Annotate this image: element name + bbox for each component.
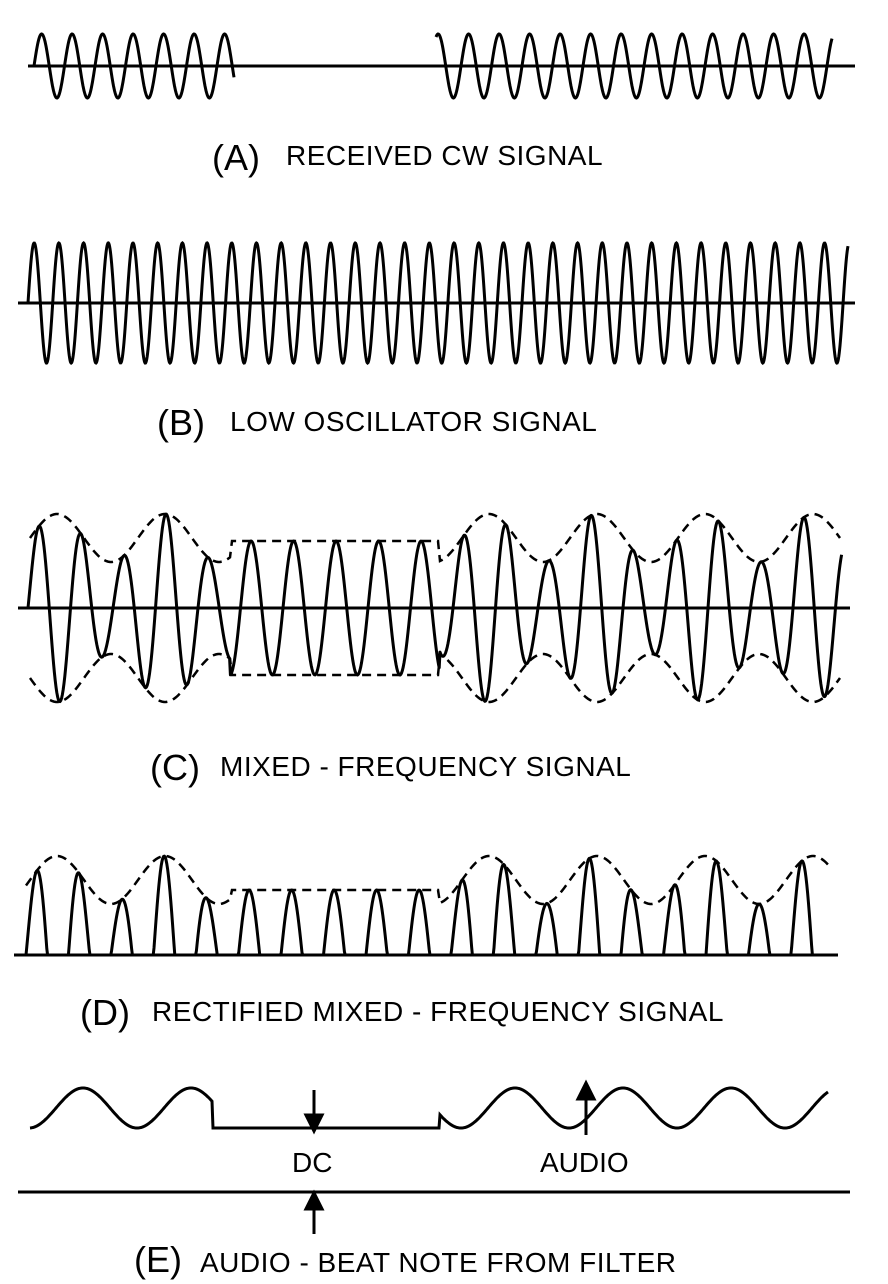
- panel-b-wave: [26, 241, 850, 365]
- dc-label: DC: [292, 1147, 332, 1178]
- panel-b-caption: LOW OSCILLATOR SIGNAL: [230, 406, 597, 437]
- panel-a-caption: RECEIVED CW SIGNAL: [286, 140, 603, 171]
- panel-c-envelope-bottom: [28, 652, 842, 704]
- audio-label: AUDIO: [540, 1147, 629, 1178]
- panel-a: (A) RECEIVED CW SIGNAL: [28, 32, 855, 178]
- panel-d-letter: (D): [80, 992, 130, 1033]
- panel-b-letter: (B): [157, 402, 205, 443]
- panel-d-envelope: [24, 854, 831, 906]
- panel-c-caption: MIXED - FREQUENCY SIGNAL: [220, 751, 631, 782]
- panel-c: (C) MIXED - FREQUENCY SIGNAL: [18, 512, 850, 788]
- panel-a-wave-burst-2: [434, 32, 834, 100]
- panel-e: DC AUDIO (E) AUDIO - BEAT NOTE FROM FILT…: [18, 1079, 850, 1280]
- panel-a-letter: (A): [212, 137, 260, 178]
- panel-b: (B) LOW OSCILLATOR SIGNAL: [18, 241, 855, 443]
- panel-c-letter: (C): [150, 747, 200, 788]
- panel-e-audio-wave: [29, 1086, 829, 1130]
- panel-c-wave: [26, 512, 844, 704]
- panel-d: (D) RECTIFIED MIXED - FREQUENCY SIGNAL: [14, 854, 838, 1033]
- panel-a-wave-burst-1: [32, 32, 236, 100]
- panel-e-letter: (E): [134, 1239, 182, 1280]
- panel-d-caption: RECTIFIED MIXED - FREQUENCY SIGNAL: [152, 996, 724, 1027]
- panel-e-caption: AUDIO - BEAT NOTE FROM FILTER: [200, 1247, 677, 1278]
- panel-d-pulses: [24, 854, 827, 957]
